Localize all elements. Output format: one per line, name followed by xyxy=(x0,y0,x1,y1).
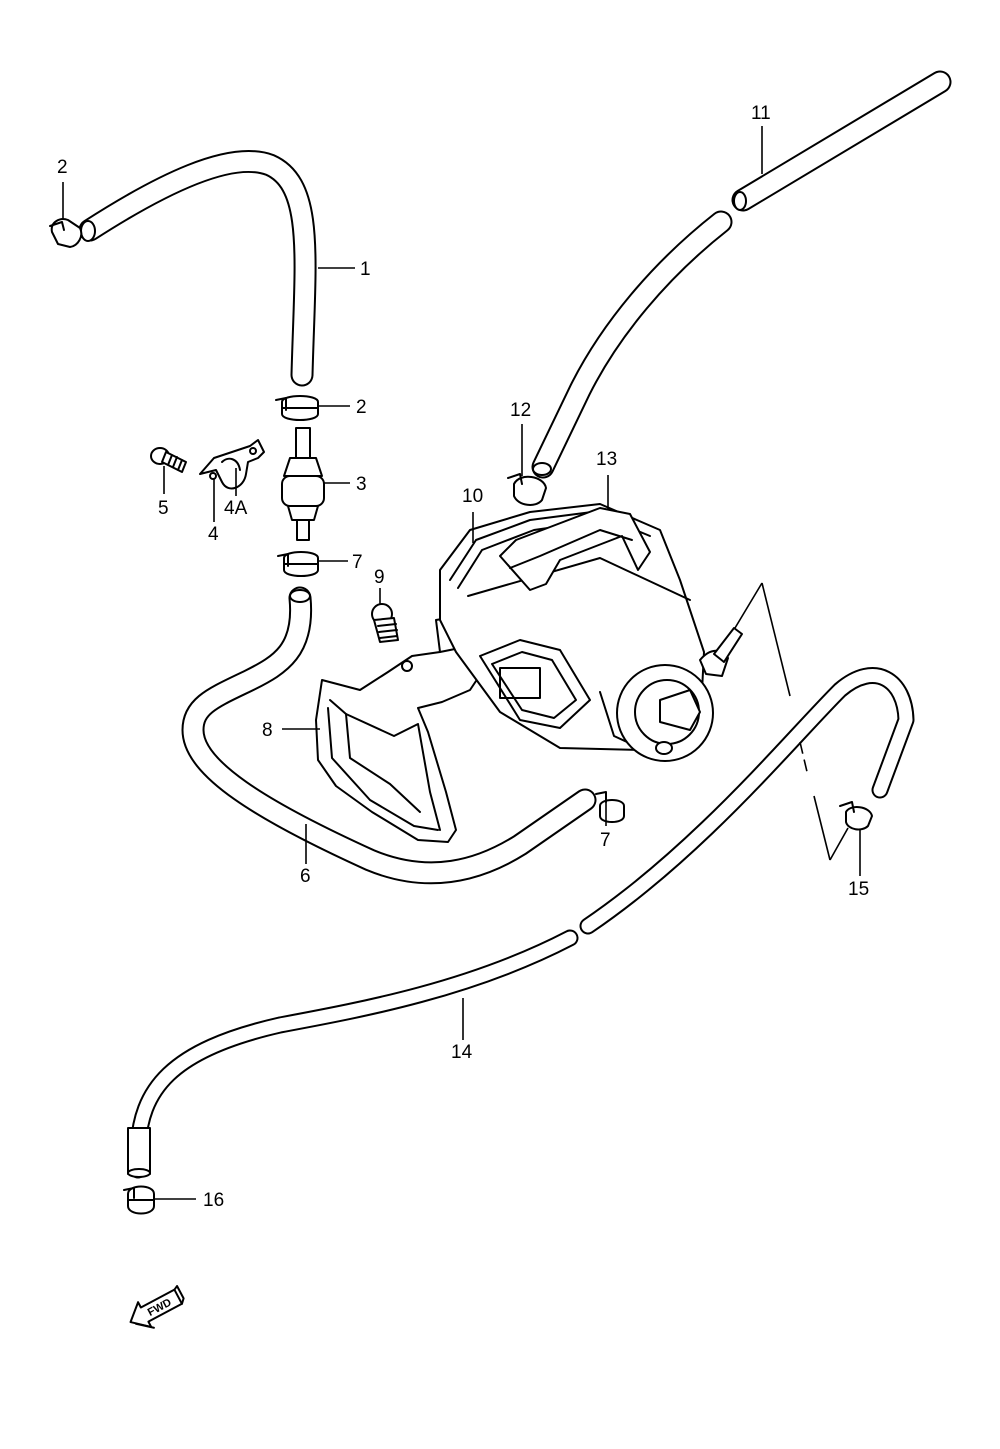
leader-lines xyxy=(62,126,861,1200)
callout-16: 16 xyxy=(203,1190,224,1211)
callout-2-top: 2 xyxy=(57,157,68,178)
callout-14: 14 xyxy=(451,1042,473,1063)
callout-4a: 4A xyxy=(224,498,248,519)
callout-11: 11 xyxy=(751,103,771,124)
callout-10: 10 xyxy=(462,486,483,507)
callout-labels: 1 2 2 3 4 4A 5 6 7 7 8 9 10 11 12 13 14 … xyxy=(57,103,869,1211)
callout-7-lower: 7 xyxy=(600,830,611,851)
fwd-arrow: FWD xyxy=(129,1285,185,1329)
canister-strap-13 xyxy=(499,507,651,591)
hose-1 xyxy=(78,150,317,387)
hose-clamp-2-mid xyxy=(275,395,319,421)
hose-clamp-15 xyxy=(839,801,873,831)
bolt-5 xyxy=(150,447,187,473)
callout-13: 13 xyxy=(596,449,617,470)
hose-clamp-7-upper xyxy=(277,551,319,577)
hose-clamp-2-top xyxy=(49,218,83,248)
hose-clamp-16 xyxy=(123,1185,155,1215)
callout-12: 12 xyxy=(510,400,531,421)
callout-9: 9 xyxy=(374,567,385,588)
hose-14 xyxy=(127,667,915,1179)
callout-2-mid: 2 xyxy=(356,397,367,418)
reference-lines xyxy=(734,582,849,861)
hose-clamp-7-lower xyxy=(595,791,625,823)
hose-clamp-12 xyxy=(507,473,547,506)
callout-15: 15 xyxy=(848,879,869,900)
callout-1: 1 xyxy=(360,259,371,280)
hose-6 xyxy=(181,586,597,885)
callout-7-upper: 7 xyxy=(352,552,363,573)
check-valve-3 xyxy=(281,427,325,541)
hose-11 xyxy=(531,70,952,479)
bolt-9 xyxy=(371,603,399,643)
callout-6: 6 xyxy=(300,866,311,887)
callout-4: 4 xyxy=(208,524,219,545)
purge-valve xyxy=(616,627,743,762)
callout-3: 3 xyxy=(356,474,367,495)
bracket-4 xyxy=(199,439,265,490)
callout-8: 8 xyxy=(262,720,273,741)
callout-5: 5 xyxy=(158,498,169,519)
